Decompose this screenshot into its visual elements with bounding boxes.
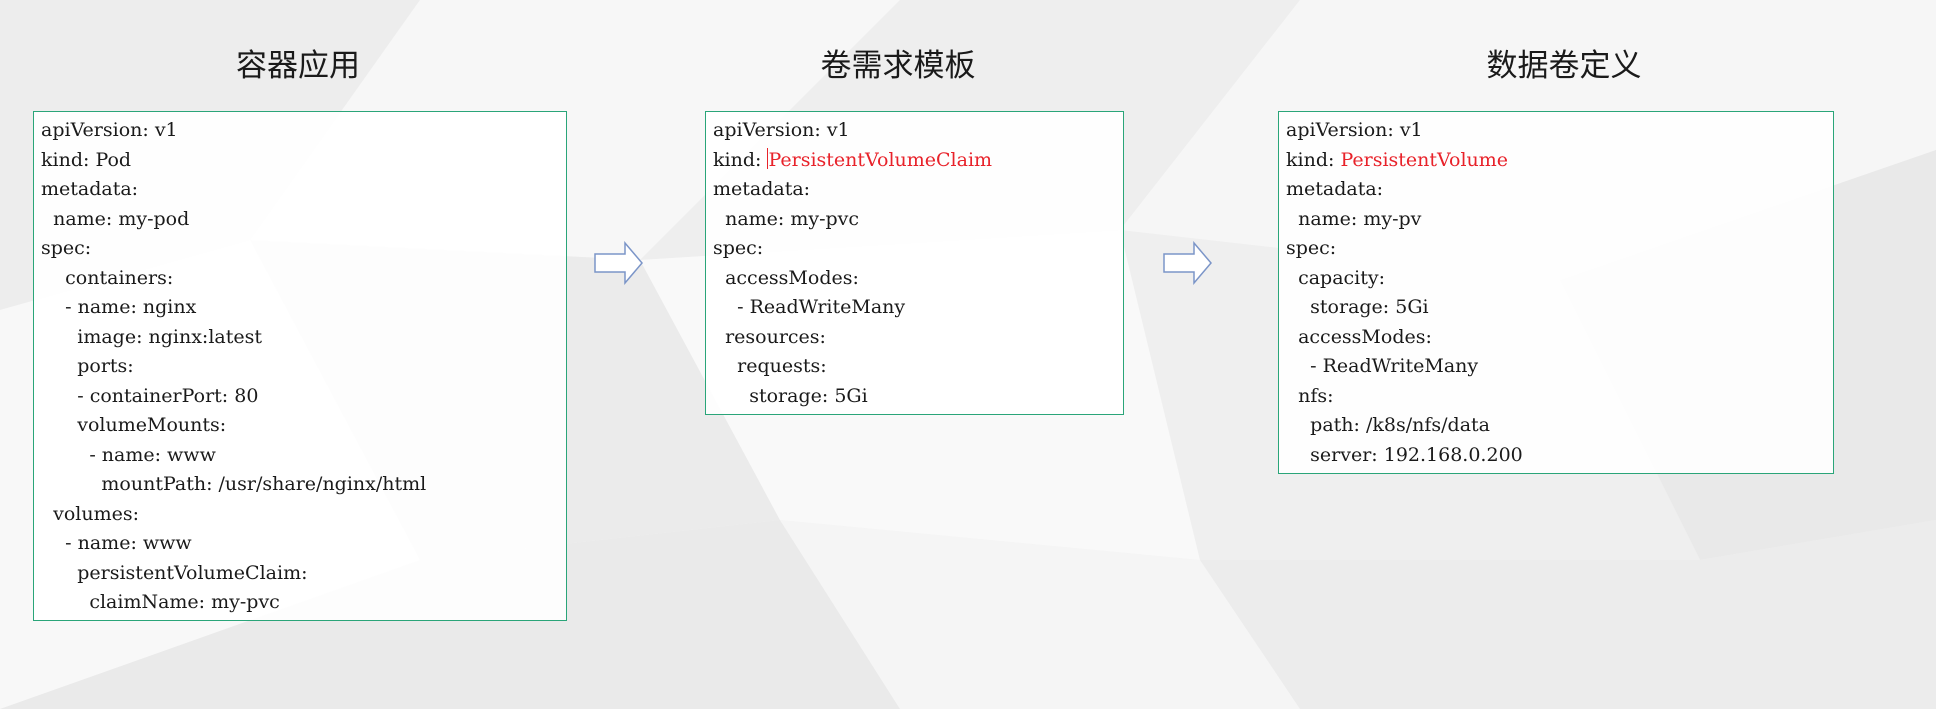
yaml-line: apiVersion: v1 [41, 119, 178, 141]
yaml-line: accessModes: [1286, 325, 1432, 348]
yaml-line: spec: [41, 237, 92, 259]
right-arrow-icon [594, 241, 643, 285]
yaml-line: nfs: [1286, 384, 1334, 407]
yaml-key: kind: [713, 148, 768, 171]
right-arrow-icon [1163, 241, 1212, 285]
highlighted-kind-value: PersistentVolume [1340, 148, 1509, 171]
yaml-line: - name: www [41, 443, 216, 466]
yaml-line: metadata: [1286, 178, 1384, 200]
yaml-line: storage: 5Gi [713, 384, 868, 407]
yaml-key: kind: [41, 148, 96, 171]
yaml-line: - name: www [41, 532, 192, 554]
yaml-line: kind: PersistentVolumeClaim [713, 146, 1123, 176]
yaml-line: spec: [1286, 237, 1337, 259]
yaml-line: - containerPort: 80 [41, 384, 259, 407]
yaml-line: - name: nginx [41, 296, 197, 318]
yaml-line: name: my-pv [1286, 207, 1422, 230]
yaml-line: name: my-pvc [713, 207, 860, 230]
yaml-line: path: /k8s/nfs/data [1286, 414, 1490, 436]
yaml-line: metadata: [41, 178, 139, 200]
yaml-line: metadata: [713, 178, 811, 200]
yaml-key: kind: [1286, 148, 1341, 171]
yaml-line: ports: [41, 355, 134, 377]
column-title-volume-definition: 数据卷定义 [1486, 48, 1642, 84]
pvc-yaml-box: apiVersion: v1 kind: PersistentVolumeClai… [705, 111, 1124, 415]
yaml-line: spec: [713, 237, 764, 259]
yaml-line: - ReadWriteMany [713, 296, 906, 318]
column-title-container-app: 容器应用 [236, 48, 360, 84]
yaml-line: persistentVolumeClaim: [41, 561, 308, 584]
text-cursor [767, 147, 769, 169]
highlighted-kind-value: PersistentVolumeClaim [768, 148, 993, 171]
yaml-line: kind: PersistentVolume [1286, 146, 1833, 176]
yaml-line: - ReadWriteMany [1286, 355, 1479, 377]
yaml-line: accessModes: [713, 266, 859, 289]
yaml-line: apiVersion: v1 [1286, 119, 1423, 141]
yaml-line: claimName: my-pvc [41, 591, 280, 613]
yaml-line: mountPath: /usr/share/nginx/html [41, 473, 427, 495]
yaml-line: server: 192.168.0.200 [1286, 443, 1523, 466]
column-title-volume-claim-template: 卷需求模板 [820, 48, 976, 84]
yaml-line: name: my-pod [41, 207, 190, 230]
yaml-line: kind: Pod [41, 146, 566, 176]
yaml-value: Pod [95, 148, 132, 171]
yaml-line: volumeMounts: [41, 414, 227, 436]
yaml-line: resources: [713, 325, 826, 348]
yaml-line: capacity: [1286, 266, 1386, 289]
yaml-line: containers: [41, 266, 174, 289]
yaml-line: storage: 5Gi [1286, 296, 1429, 318]
yaml-line: volumes: [41, 502, 139, 525]
yaml-line: apiVersion: v1 [713, 119, 850, 141]
yaml-line: image: nginx:latest [41, 325, 263, 348]
yaml-line: requests: [713, 355, 827, 377]
